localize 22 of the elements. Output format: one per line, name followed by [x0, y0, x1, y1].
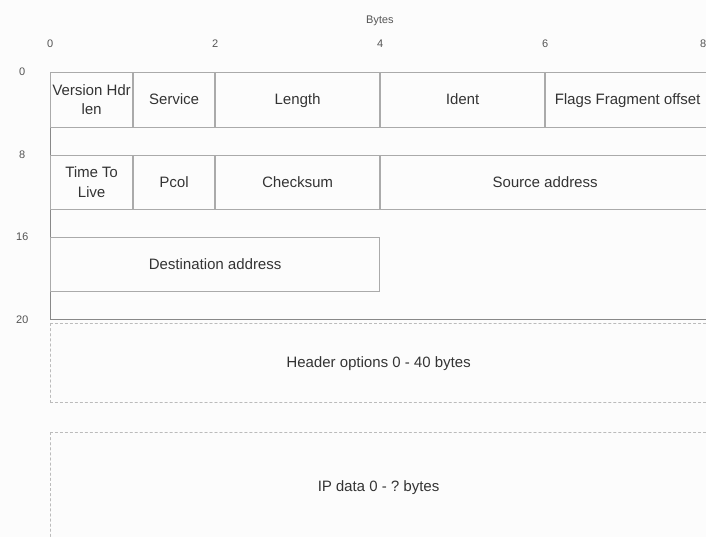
tick-label: 0 [47, 38, 54, 50]
axis-title: Bytes [366, 14, 394, 26]
tick-label: 16 [16, 231, 28, 243]
field-cell: Version Hdr len [50, 72, 133, 128]
field-cell: Destination address [50, 237, 380, 292]
field-cell: Ident [380, 72, 545, 128]
field-cell: Length [215, 72, 380, 128]
field-cell: Service [133, 72, 215, 128]
field-cell: Checksum [215, 155, 380, 210]
field-cell: Source address [380, 155, 706, 210]
field-cell: Flags Fragment offset [545, 72, 706, 128]
tick-label: 6 [542, 38, 548, 50]
field-cell: Time To Live [50, 155, 133, 210]
tick-label: 8 [700, 38, 706, 50]
tick-label: 8 [19, 149, 26, 161]
dashed-field-box: IP data 0 - ? bytes [50, 432, 706, 537]
dashed-field-box: Header options 0 - 40 bytes [50, 323, 706, 403]
tick-label: 0 [19, 66, 26, 78]
tick-label: 4 [377, 38, 384, 50]
field-cell: Pcol [133, 155, 215, 210]
tick-label: 20 [16, 314, 28, 326]
tick-label: 2 [212, 38, 218, 50]
